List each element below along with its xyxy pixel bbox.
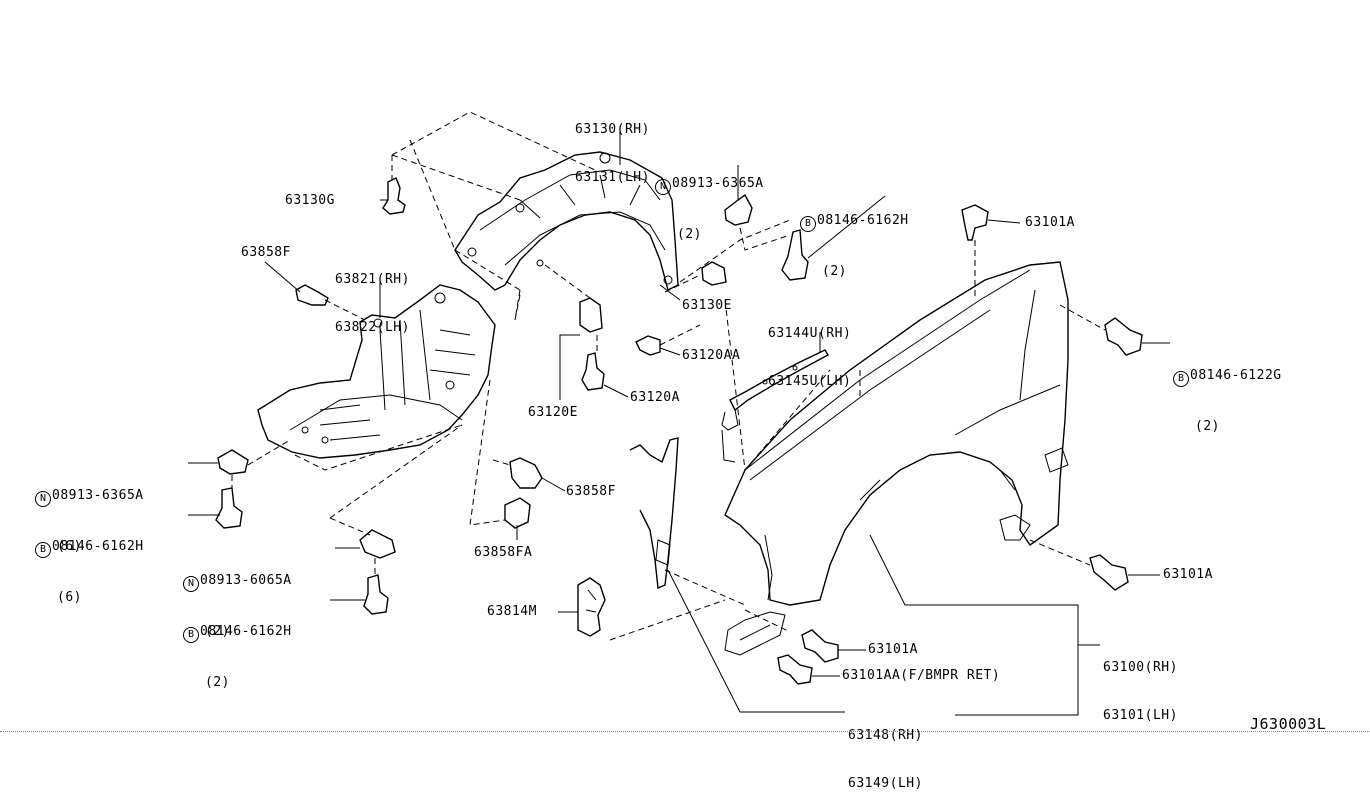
callout-63858f-mid[interactable]: 63858F <box>566 484 616 499</box>
callout-63130[interactable]: 63130(RH) 63131(LH) <box>575 90 650 202</box>
callout-63144u-lh: 63145U(LH) <box>768 374 852 389</box>
diagram-code: J630003L <box>1250 715 1327 733</box>
quantity: (2) <box>677 227 702 242</box>
quantity: (6) <box>57 539 82 554</box>
splash-shield <box>257 284 496 459</box>
bottom-rule <box>0 731 1370 732</box>
assembly-lines <box>231 111 1106 641</box>
quantity: (2) <box>205 675 230 690</box>
front-fender <box>724 261 1069 606</box>
callout-63120aa[interactable]: 63120AA <box>682 348 741 363</box>
callout-63101a-right[interactable]: 63101A <box>1163 567 1213 582</box>
fender-liner <box>454 151 679 292</box>
callout-63814m[interactable]: 63814M <box>487 604 537 619</box>
fasteners <box>215 177 1143 685</box>
part-code: 08146-6162H <box>200 624 292 639</box>
callout-63821[interactable]: 63821(RH) 63822(LH) <box>335 240 410 352</box>
part-code: 08146-6162H <box>52 539 144 554</box>
callout-63101a-lower[interactable]: 63101A <box>868 642 918 657</box>
callout-63821-lh: 63822(LH) <box>335 320 410 335</box>
callout-63130e[interactable]: 63130E <box>682 298 732 313</box>
nut-symbol: N <box>655 179 671 195</box>
callout-63144u-rh: 63144U(RH) <box>768 326 852 341</box>
callout-63144u[interactable]: 63144U(RH) 63145U(LH) <box>768 294 851 406</box>
callout-63130-rh: 63130(RH) <box>575 122 650 137</box>
quantity: (6) <box>57 590 82 605</box>
bolt-symbol: B <box>800 216 816 232</box>
part-code: 08146-6122G <box>1190 368 1282 383</box>
quantity: (2) <box>1195 419 1220 434</box>
callout-63148[interactable]: 63148(RH) 63149(LH) <box>848 696 923 808</box>
nut-symbol: N <box>183 576 199 592</box>
part-code: 08913-6365A <box>52 488 144 503</box>
quantity: (2) <box>822 264 847 279</box>
diagram-drawing <box>188 111 1170 716</box>
leader-lines <box>188 126 1170 716</box>
callout-63120e[interactable]: 63120E <box>528 405 578 420</box>
bracket-63814m <box>577 577 606 637</box>
callout-63821-rh: 63821(RH) <box>335 272 410 287</box>
quantity: (2) <box>205 624 230 639</box>
bolt-symbol: B <box>1173 371 1189 387</box>
bolt-symbol: B <box>183 627 199 643</box>
fender-seal-bracket <box>721 349 829 463</box>
callout-63101aa[interactable]: 63101AA(F/BMPR RET) <box>842 668 1001 683</box>
callout-63101a-top[interactable]: 63101A <box>1025 215 1075 230</box>
part-code: 08913-6365A <box>672 176 764 191</box>
callout-63148-lh: 63149(LH) <box>848 776 923 791</box>
bolt-symbol: B <box>35 542 51 558</box>
callout-63858fa[interactable]: 63858FA <box>474 545 533 560</box>
fender-mount-bracket <box>629 437 786 656</box>
callout-63130-lh: 63131(LH) <box>575 170 650 185</box>
callout-63100-lh: 63101(LH) <box>1103 708 1178 723</box>
callout-63858f-top[interactable]: 63858F <box>241 245 291 260</box>
callout-63130g[interactable]: 63130G <box>285 193 335 208</box>
part-code: 08913-6065A <box>200 573 292 588</box>
callout-63120a[interactable]: 63120A <box>630 390 680 405</box>
part-code: 08146-6162H <box>817 213 909 228</box>
nut-symbol: N <box>35 491 51 507</box>
callout-63100-rh: 63100(RH) <box>1103 660 1178 675</box>
callout-63100[interactable]: 63100(RH) 63101(LH) <box>1103 628 1178 740</box>
